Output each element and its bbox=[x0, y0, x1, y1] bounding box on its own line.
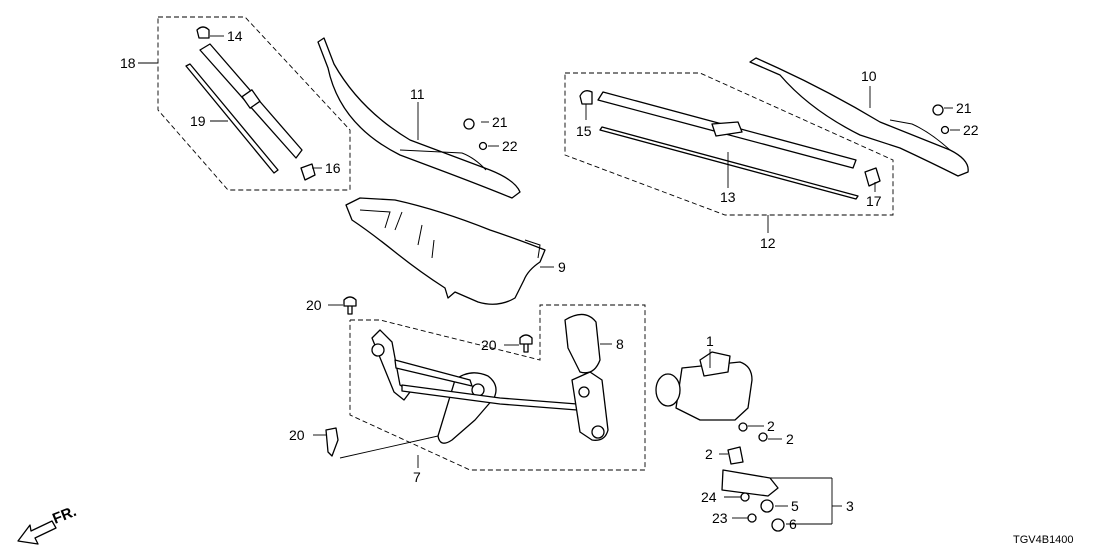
right-wiper-arm bbox=[749, 57, 969, 177]
cowl-cover bbox=[345, 197, 546, 305]
callout-11: 11 bbox=[410, 86, 425, 102]
collar-6 bbox=[771, 518, 785, 532]
callout-2-b: 2 bbox=[786, 431, 794, 447]
front-direction-label: FR. bbox=[50, 503, 79, 528]
callout-5: 5 bbox=[791, 498, 799, 514]
blade-rubber-right bbox=[599, 126, 859, 200]
callout-8: 8 bbox=[616, 336, 624, 352]
nut-22-right bbox=[940, 125, 950, 135]
bolt-20-top bbox=[343, 296, 357, 315]
cap-21-left bbox=[463, 118, 475, 130]
end-cap-16 bbox=[300, 163, 316, 181]
nut-2-a bbox=[738, 422, 748, 432]
callout-9: 9 bbox=[558, 259, 566, 275]
end-cap-17 bbox=[864, 167, 881, 187]
callout-22-left: 22 bbox=[502, 138, 518, 154]
cap-21-right bbox=[932, 104, 944, 116]
callout-20-top: 20 bbox=[306, 297, 322, 313]
end-cap-15 bbox=[579, 90, 593, 105]
callout-16: 16 bbox=[325, 160, 341, 176]
callout-1: 1 bbox=[706, 333, 714, 349]
bolt-20-bottom bbox=[325, 427, 339, 457]
callout-6: 6 bbox=[789, 516, 797, 532]
callout-19: 19 bbox=[190, 113, 206, 129]
pivot-cover-8 bbox=[564, 313, 601, 374]
callout-17: 17 bbox=[866, 193, 882, 209]
callout-21-left: 21 bbox=[492, 114, 508, 130]
callout-21-right: 21 bbox=[956, 100, 972, 116]
callout-12: 12 bbox=[760, 235, 776, 251]
wiper-motor bbox=[655, 351, 753, 421]
diagram-code: TGV4B1400 bbox=[1013, 534, 1074, 546]
callout-10: 10 bbox=[861, 68, 877, 84]
callout-14: 14 bbox=[227, 28, 243, 44]
blade-rubber-left bbox=[185, 63, 279, 174]
callout-22-right: 22 bbox=[963, 122, 979, 138]
clip-14 bbox=[196, 26, 210, 39]
callout-3: 3 bbox=[846, 498, 854, 514]
wiper-linkage bbox=[349, 304, 646, 471]
callout-20-bottom: 20 bbox=[289, 427, 305, 443]
callout-2-c: 2 bbox=[705, 446, 713, 462]
arrow-down-left-icon bbox=[17, 520, 57, 545]
leader-lines bbox=[138, 35, 960, 525]
callouts: 18 14 19 16 11 21 22 15 13 12 17 10 21 2… bbox=[120, 28, 979, 532]
blade-adapter-left bbox=[241, 89, 261, 109]
callout-24: 24 bbox=[701, 489, 717, 505]
washer-2-c bbox=[727, 446, 744, 465]
nut-22-left bbox=[478, 141, 488, 151]
callout-15: 15 bbox=[576, 123, 592, 139]
callout-18: 18 bbox=[120, 55, 136, 71]
callout-7: 7 bbox=[413, 469, 421, 485]
nut-2-b bbox=[758, 432, 768, 442]
left-blade-assembly bbox=[157, 16, 351, 191]
grommet-5 bbox=[760, 499, 774, 513]
callout-2-a: 2 bbox=[767, 418, 775, 434]
nut-24 bbox=[740, 492, 750, 502]
blade-adapter-right bbox=[711, 121, 743, 137]
callout-23: 23 bbox=[712, 510, 728, 526]
nut-23 bbox=[747, 513, 757, 523]
callout-20-mid: 20 bbox=[481, 337, 497, 353]
right-blade-assembly bbox=[564, 72, 894, 216]
left-wiper-arm bbox=[317, 37, 521, 199]
callout-13: 13 bbox=[720, 189, 736, 205]
bolt-20-mid bbox=[519, 334, 533, 353]
bracket-3 bbox=[721, 469, 779, 497]
